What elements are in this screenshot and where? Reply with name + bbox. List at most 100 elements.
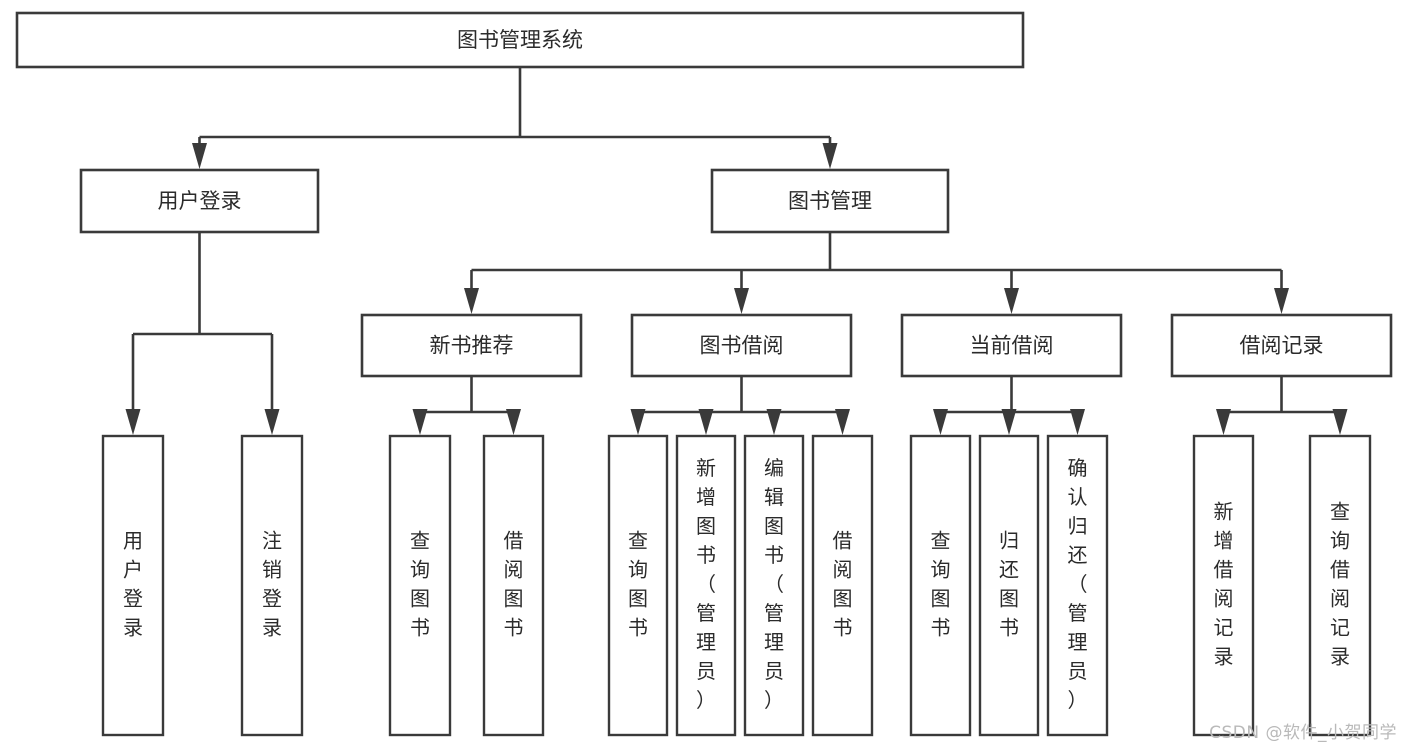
- node-label-char: 书: [764, 543, 784, 567]
- node-box[interactable]: [1046, 434, 1109, 737]
- node-layer: 图书管理系统用户登录图书管理新书推荐图书借阅当前借阅借阅记录用户登录注销登录查询…: [15, 11, 1393, 737]
- arrow-head-icon: [264, 409, 280, 435]
- arrow-head-icon: [698, 409, 714, 435]
- node-box[interactable]: [743, 434, 805, 737]
- node-label-char: 图: [833, 587, 853, 611]
- node-label-char: 理: [1068, 630, 1088, 654]
- arrow-head-icon: [766, 409, 782, 435]
- node-root[interactable]: 图书管理系统: [15, 11, 1025, 69]
- node-label-char: 管: [696, 601, 716, 625]
- node-label-char: 认: [1068, 485, 1088, 509]
- arrow-head-icon: [412, 409, 428, 435]
- node-label-char: 书: [931, 616, 951, 640]
- node-label-char: 书: [628, 616, 648, 640]
- connector-edge-root-bus: [192, 67, 838, 169]
- node-label-char: 编: [764, 456, 784, 480]
- node-label-char: 确: [1068, 456, 1088, 480]
- node-label-char: 查: [931, 529, 951, 553]
- node-box[interactable]: [1192, 434, 1255, 737]
- node-box[interactable]: [388, 434, 452, 737]
- node-box[interactable]: [710, 168, 950, 234]
- node-label-char: 书: [410, 616, 430, 640]
- node-box[interactable]: [909, 434, 972, 737]
- node-label-char: 询: [931, 558, 951, 582]
- connector-edge-recommend-bus: [412, 376, 521, 435]
- node-current-borrow[interactable]: 当前借阅: [900, 313, 1123, 378]
- csdn-watermark: CSDN @软件_小贺同学: [1209, 723, 1397, 743]
- node-label-char: 新: [696, 456, 716, 480]
- node-label-char: （: [764, 572, 784, 596]
- node-label-char: 图: [410, 587, 430, 611]
- node-leaf-user-login[interactable]: 用户登录: [101, 434, 165, 737]
- node-label-char: （: [1068, 572, 1088, 596]
- node-box[interactable]: [1170, 313, 1393, 378]
- node-user-login[interactable]: 用户登录: [79, 168, 320, 234]
- connector-edge-bookmanage-bus: [464, 232, 1289, 314]
- node-label-char: 员: [696, 659, 716, 683]
- node-box[interactable]: [900, 313, 1123, 378]
- arrow-head-icon: [1070, 409, 1085, 435]
- node-box[interactable]: [482, 434, 545, 737]
- node-label-char: ）: [696, 688, 716, 712]
- node-label-char: 图: [696, 514, 716, 538]
- node-new-book-recommend[interactable]: 新书推荐: [360, 313, 583, 378]
- node-box[interactable]: [630, 313, 853, 378]
- node-label-char: 借: [833, 529, 853, 553]
- node-label-char: 阅: [833, 558, 853, 582]
- node-label-char: 借: [1330, 558, 1350, 582]
- node-box[interactable]: [15, 11, 1025, 69]
- arrow-head-icon: [630, 409, 646, 435]
- node-box[interactable]: [811, 434, 874, 737]
- connector-edge-userlogin-bus: [125, 232, 280, 435]
- node-label-char: 图: [628, 587, 648, 611]
- node-label-char: 管: [1068, 601, 1088, 625]
- node-label-char: 登: [123, 587, 143, 611]
- connector-layer: [125, 67, 1348, 435]
- node-borrow-record[interactable]: 借阅记录: [1170, 313, 1393, 378]
- node-box[interactable]: [607, 434, 669, 737]
- arrow-head-icon: [1216, 409, 1231, 435]
- node-box[interactable]: [675, 434, 737, 737]
- node-label-char: 登: [262, 587, 282, 611]
- node-label: 图书借阅: [700, 334, 784, 358]
- node-label-char: 询: [410, 558, 430, 582]
- arrow-head-icon: [822, 143, 838, 169]
- node-box[interactable]: [1308, 434, 1372, 737]
- node-label-char: 书: [999, 616, 1019, 640]
- node-label-char: 用: [123, 529, 143, 553]
- node-book-manage[interactable]: 图书管理: [710, 168, 950, 234]
- node-box[interactable]: [101, 434, 165, 737]
- node-label-char: 书: [696, 543, 716, 567]
- node-label: 借阅记录: [1240, 334, 1324, 358]
- node-box[interactable]: [79, 168, 320, 234]
- node-label-char: 户: [123, 558, 143, 582]
- arrow-head-icon: [734, 288, 749, 314]
- node-label-char: 查: [628, 529, 648, 553]
- node-box[interactable]: [240, 434, 304, 737]
- node-label: 图书管理: [788, 189, 872, 213]
- node-label-char: 注: [262, 529, 282, 553]
- node-box[interactable]: [360, 313, 583, 378]
- node-box[interactable]: [978, 434, 1040, 737]
- node-label-char: 阅: [504, 558, 524, 582]
- node-label: 用户登录: [158, 189, 242, 213]
- node-book-borrow[interactable]: 图书借阅: [630, 313, 853, 378]
- node-label-char: 管: [764, 601, 784, 625]
- node-label-char: 录: [123, 616, 143, 640]
- node-label-char: 辑: [764, 485, 784, 509]
- node-label-char: 理: [764, 630, 784, 654]
- node-label: 当前借阅: [970, 334, 1054, 358]
- node-label-char: 借: [1214, 558, 1234, 582]
